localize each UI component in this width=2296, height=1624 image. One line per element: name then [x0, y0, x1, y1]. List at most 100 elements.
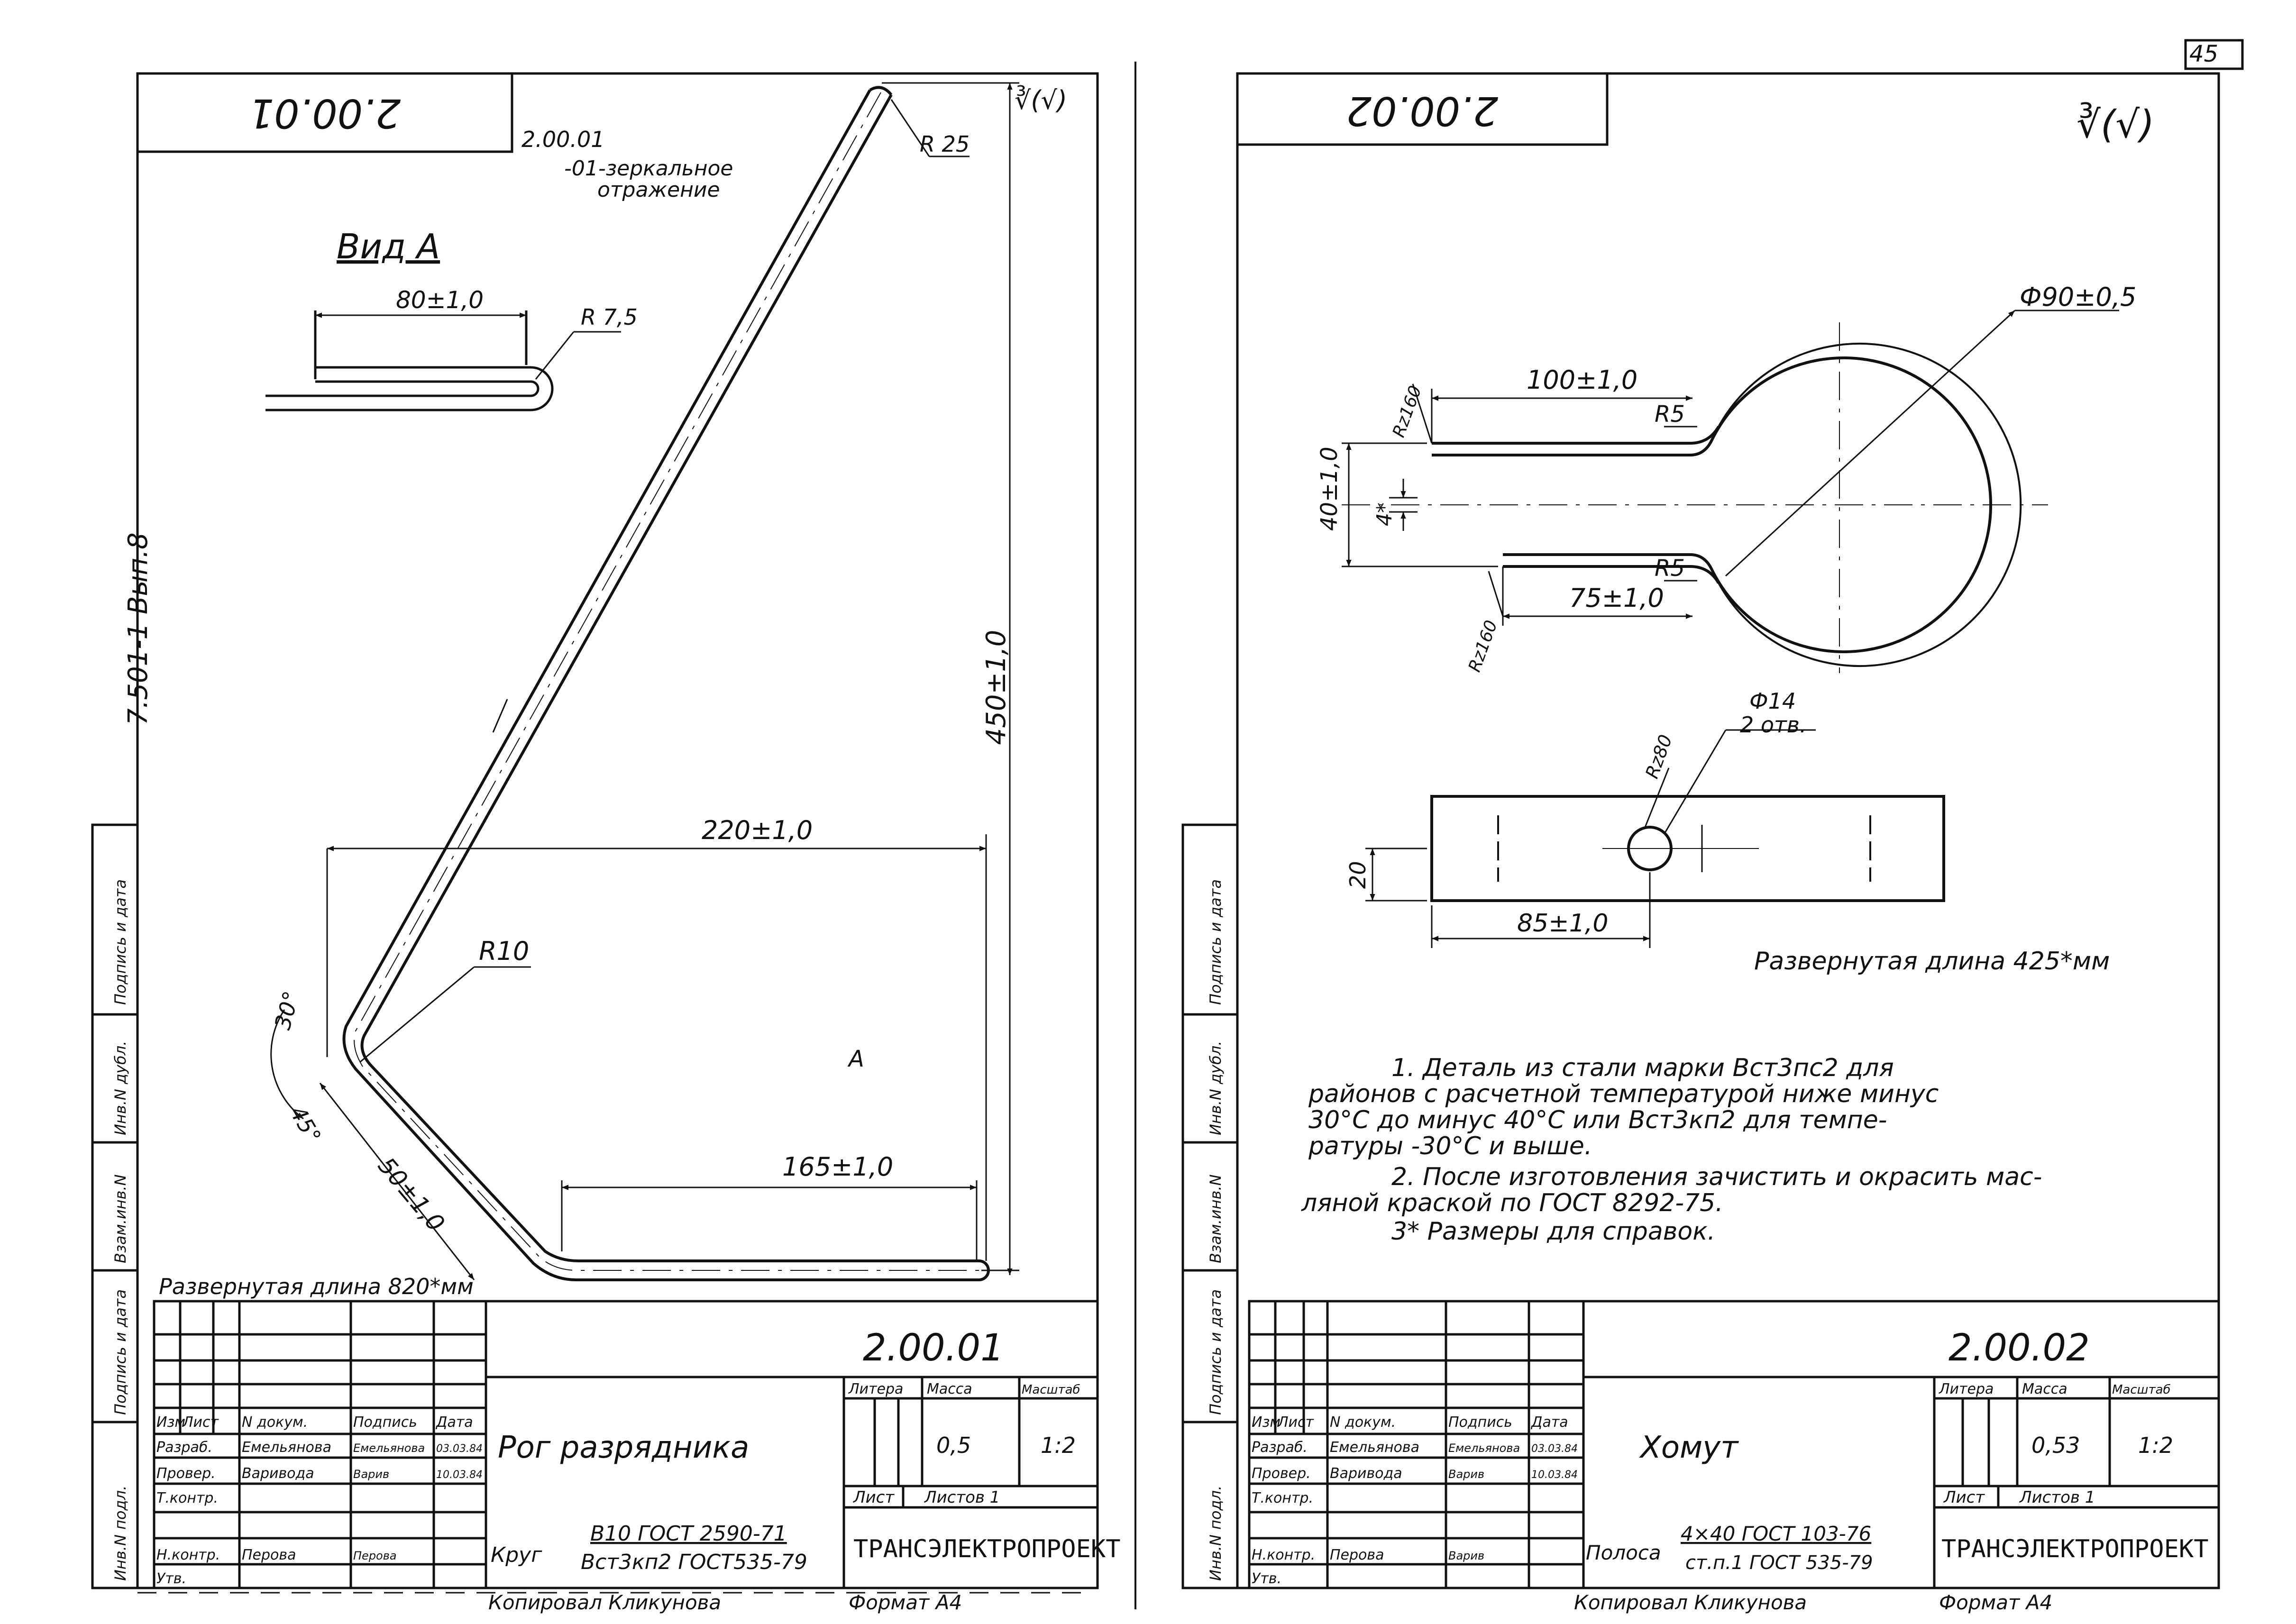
- s2-company: ТРАНСЭЛЕКТРОПРОЕКТ: [1941, 1535, 2209, 1563]
- s1-row2-date: 10.03.84: [436, 1469, 483, 1481]
- hole-position-dim: 85±1,0: [1517, 909, 1608, 938]
- s2-material-line2: ст.п.1 ГОСТ 535-79: [1685, 1552, 1873, 1574]
- s1-part-name: Рог разрядника: [498, 1430, 749, 1465]
- s2-col-list: Лист: [1277, 1414, 1315, 1431]
- s1-row5-name: Перова: [242, 1547, 296, 1563]
- sheet1-title-block: [153, 1300, 1099, 1589]
- s2-material-line1: 4×40 ГОСТ 103-76: [1681, 1522, 1871, 1545]
- hole-count-dim: 2 отв.: [1740, 712, 1807, 738]
- upper-length-dim: 100±1,0: [1527, 365, 1637, 395]
- s1-format: Формат А4: [849, 1591, 962, 1614]
- sheet2-unfolded-length: Развернутая длина 425*мм: [1754, 947, 2110, 976]
- note-line-5: 2. После изготовления зачистить и окраси…: [1391, 1163, 2042, 1191]
- s2-scale-label: Масштаб: [2112, 1383, 2171, 1397]
- s1-scale: 1:2: [1041, 1432, 1076, 1458]
- s1-row1-date: 03.03.84: [436, 1443, 483, 1455]
- s1-row2-name: Варивода: [242, 1465, 314, 1482]
- view-a-label: Вид А: [337, 227, 440, 266]
- bend-radius-dim: R10: [479, 936, 529, 966]
- s1-material-line1: В10 ГОСТ 2590-71: [590, 1522, 787, 1546]
- s2-row1-name: Емельянова: [1330, 1439, 1419, 1456]
- note-line-3: 30°С до минус 40°С или Вст3кп2 для темпе…: [1308, 1106, 1887, 1134]
- s1-col-date: Дата: [435, 1414, 473, 1431]
- s2-mass-label: Масса: [2022, 1381, 2067, 1397]
- note-line-2: районов с расчетной температурой ниже ми…: [1308, 1080, 1939, 1108]
- s2-row5-sign: Варив: [1448, 1549, 1484, 1562]
- s1-sheet-label: Лист: [852, 1488, 895, 1507]
- gap-dim: 4*: [1372, 502, 1397, 526]
- s2-sheets-label: Листов 1: [2019, 1488, 2095, 1507]
- sheet1-ref-code: 2.00.01: [521, 127, 605, 152]
- s2-format: Формат А4: [1939, 1591, 2052, 1614]
- clamp-dimensions: [1342, 310, 2119, 626]
- rz80-dim: Rz80: [1641, 732, 1676, 781]
- r5-bottom-dim: R5: [1655, 555, 1685, 582]
- sheet1-dimensions: [270, 82, 1019, 1280]
- strip-part: [1430, 795, 1945, 902]
- s2-scale: 1:2: [2138, 1432, 2173, 1458]
- margin-stamp-cell-3: Взам.инв.N: [111, 1174, 129, 1263]
- note-line-7: 3* Размеры для справок.: [1391, 1217, 1715, 1246]
- strip-height-dim: 20: [1345, 861, 1371, 889]
- sheet1-top-code-box: [136, 72, 513, 153]
- s1-company: ТРАНСЭЛЕКТРОПРОЕКТ: [853, 1535, 1121, 1563]
- s2-row2-name: Варивода: [1330, 1465, 1402, 1482]
- sheet2-margin-stamp: [1181, 823, 1239, 1589]
- angle-45-dim: 45°: [284, 1102, 326, 1148]
- sheet2-title-block: [1248, 1300, 2220, 1589]
- margin2-stamp-cell-5: Инв.N подл.: [1207, 1486, 1225, 1581]
- s2-row2-role: Провер.: [1252, 1465, 1311, 1482]
- page-number: 45: [2189, 41, 2218, 67]
- view-width-dim: 80±1,0: [396, 286, 484, 314]
- horn-part: [342, 86, 990, 1281]
- s1-scale-label: Масштаб: [1022, 1383, 1080, 1397]
- s2-sheet-label: Лист: [1943, 1488, 1985, 1507]
- page-number-box: [2184, 39, 2244, 70]
- margin-stamp-cell-1: Подпись и дата: [111, 879, 129, 1005]
- s1-sheets-label: Листов 1: [924, 1488, 1000, 1507]
- s1-material-line2: Вст3кп2 ГОСТ535-79: [581, 1550, 807, 1574]
- view-a: [265, 310, 621, 411]
- width-dim: 40±1,0: [1316, 447, 1343, 531]
- note-line-4: ратуры -30°С и выше.: [1308, 1132, 1592, 1160]
- sheet1-unfolded-length: Развернутая длина 820*мм: [159, 1274, 474, 1299]
- margin-stamp-cell-5: Инв.N подл.: [111, 1486, 129, 1581]
- strip-dimensions: [1365, 729, 1816, 948]
- clamp-part: [1342, 322, 2048, 673]
- s2-row6-role: Утв.: [1252, 1570, 1281, 1587]
- diag-dim: 50±1,0: [373, 1152, 450, 1237]
- s2-row2-sign: Варив: [1448, 1468, 1484, 1481]
- s2-litera-label: Литера: [1939, 1381, 1994, 1397]
- s1-copied: Копировал Кликунова: [488, 1591, 721, 1614]
- note-line-6: ляной краской по ГОСТ 8292-75.: [1301, 1189, 1723, 1217]
- margin2-stamp-cell-2: Инв.N дубл.: [1207, 1041, 1225, 1135]
- lower-length-dim: 75±1,0: [1569, 583, 1664, 613]
- s2-row1-sign: Емельянова: [1448, 1442, 1520, 1455]
- s2-row5-role: Н.контр.: [1252, 1547, 1315, 1563]
- s2-copied: Копировал Кликунова: [1574, 1591, 1807, 1614]
- s2-doc-number: 2.00.02: [1948, 1327, 2090, 1369]
- sheet1-margin-stamp: [91, 823, 139, 1589]
- s1-col-ndoc: N докум.: [242, 1414, 308, 1431]
- s1-material-prefix: Круг: [491, 1543, 542, 1567]
- margin-series-label: 7.501-1 Вып.8: [123, 532, 154, 725]
- margin-stamp-cell-4: Подпись и дата: [111, 1289, 129, 1415]
- s1-row1-role: Разраб.: [156, 1439, 212, 1456]
- s1-row6-role: Утв.: [156, 1570, 186, 1587]
- s1-row5-sign: Перова: [353, 1549, 397, 1562]
- s2-col-izm: Изм: [1252, 1414, 1281, 1431]
- s1-row1-name: Емельянова: [242, 1439, 331, 1456]
- base-dim: 165±1,0: [782, 1152, 893, 1182]
- s1-doc-number: 2.00.01: [863, 1327, 1004, 1369]
- height-dim: 450±1,0: [981, 630, 1012, 745]
- s2-col-date: Дата: [1530, 1414, 1568, 1431]
- s1-col-sign: Подпись: [353, 1414, 417, 1431]
- s2-part-name: Хомут: [1639, 1430, 1739, 1465]
- s1-row2-role: Провер.: [156, 1465, 216, 1482]
- top-radius-dim: R 25: [920, 131, 970, 157]
- sheet2-top-code: 2.00.02: [1346, 88, 1499, 134]
- margin-stamp-cell-2: Инв.N дубл.: [111, 1041, 129, 1135]
- mirror-note-line1: -01-зеркальное: [564, 156, 733, 181]
- s1-mass-label: Масса: [927, 1381, 972, 1397]
